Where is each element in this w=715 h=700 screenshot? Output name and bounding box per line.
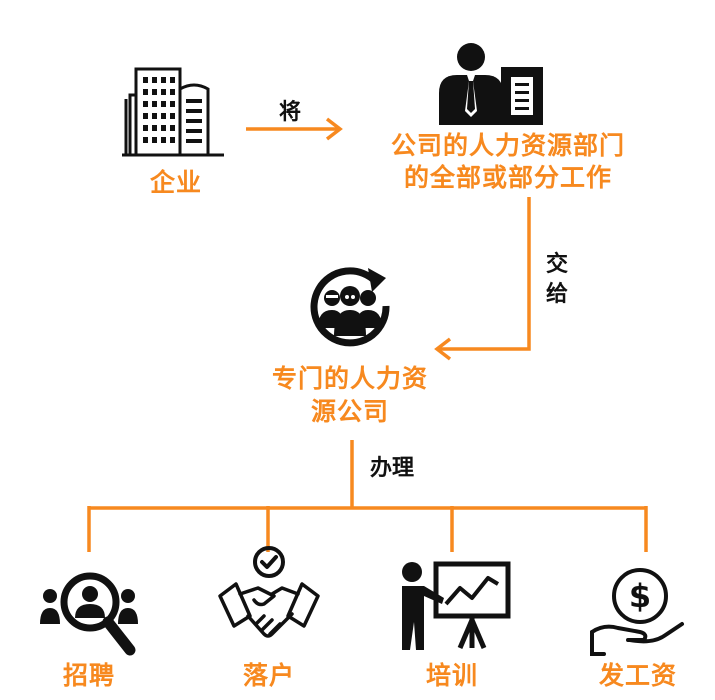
- edge-label-banli: 办理: [370, 456, 415, 481]
- edge-label-jiao: 交: [546, 252, 569, 277]
- team-cycle-icon: [310, 267, 390, 347]
- enterprise-label: 企业: [150, 168, 203, 197]
- search-person-icon: [40, 572, 138, 656]
- hr-department-line1: 公司的人力资源部门: [390, 131, 625, 160]
- edge-label-jiaogei: 交 给: [546, 250, 568, 310]
- edge-label-jiang: 将: [279, 100, 302, 125]
- edge-label-gei: 给: [546, 282, 569, 307]
- presentation-icon: [402, 561, 511, 650]
- dollar-hand-icon: $: [590, 568, 684, 656]
- svg-text:$: $: [629, 577, 651, 615]
- hr-company-line1: 专门的人力资: [271, 364, 428, 393]
- service-label-payroll: 发工资: [598, 661, 677, 690]
- handshake-icon: [218, 546, 320, 638]
- office-building-icon: [122, 67, 224, 157]
- arrow-hr-to-company: [437, 197, 531, 351]
- arrowhead-left: [434, 337, 452, 361]
- hr-department-label: 公司的人力资源部门 的全部或部分工作: [368, 130, 648, 194]
- service-label-training: 培训: [425, 661, 478, 690]
- hr-department-line2: 的全部或部分工作: [403, 163, 612, 192]
- arrowhead-right: [325, 117, 343, 141]
- service-label-settle: 落户: [242, 661, 295, 690]
- hr-company-label: 专门的人力资 源公司: [250, 362, 450, 428]
- service-label-recruit: 招聘: [62, 661, 115, 690]
- businessman-icon: [439, 43, 543, 125]
- hr-company-line2: 源公司: [310, 397, 389, 426]
